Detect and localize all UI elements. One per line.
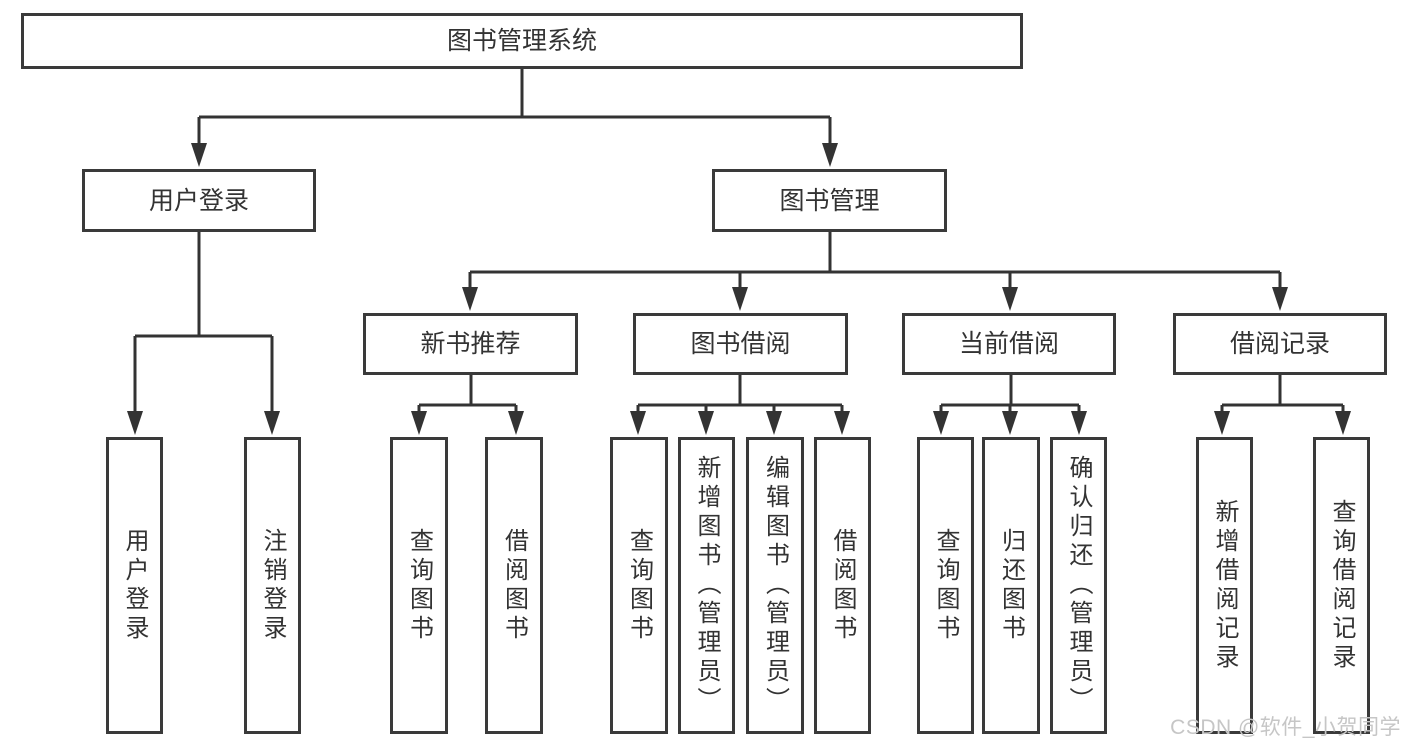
node-user-login: 用户登录 (82, 169, 316, 232)
node-book-management: 图书管理 (712, 169, 947, 232)
leaf-query-books-borrowing: 查询图书 (610, 437, 668, 734)
leaf-query-borrow-record: 查询借阅记录 (1313, 437, 1370, 734)
node-current-borrowing: 当前借阅 (902, 313, 1116, 375)
leaf-user-login: 用户登录 (106, 437, 163, 734)
leaf-query-books-recommend: 查询图书 (390, 437, 448, 734)
node-borrowing-records: 借阅记录 (1173, 313, 1387, 375)
leaf-query-books-current: 查询图书 (917, 437, 974, 734)
node-root-library-system: 图书管理系统 (21, 13, 1023, 69)
leaf-add-book-admin: 新增图书（管理员） (678, 437, 735, 734)
leaf-confirm-return-admin: 确认归还（管理员） (1050, 437, 1107, 734)
node-book-borrowing: 图书借阅 (633, 313, 848, 375)
leaf-edit-book-admin: 编辑图书（管理员） (746, 437, 804, 734)
leaf-add-borrow-record: 新增借阅记录 (1196, 437, 1253, 734)
node-new-book-recommend: 新书推荐 (363, 313, 578, 375)
leaf-logout: 注销登录 (244, 437, 301, 734)
csdn-watermark: CSDN @软件_小贺同学 (1170, 716, 1401, 739)
leaf-borrow-books-borrowing: 借阅图书 (814, 437, 871, 734)
leaf-borrow-books-recommend: 借阅图书 (485, 437, 543, 734)
leaf-return-book: 归还图书 (982, 437, 1040, 734)
